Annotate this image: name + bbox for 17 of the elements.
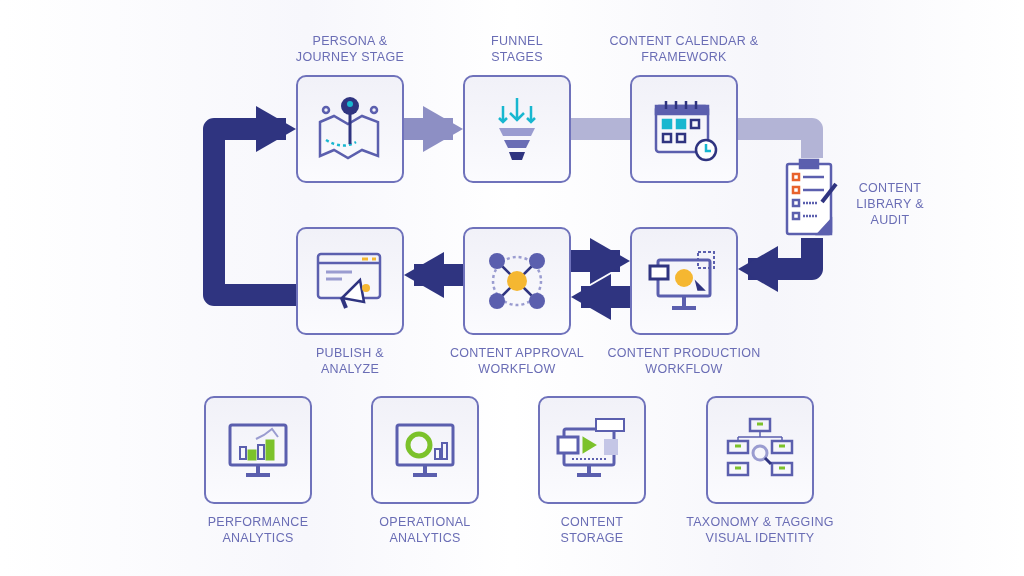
arrow [738,238,823,292]
arrow [404,106,463,152]
arrow [571,274,630,320]
node-label: PERFORMANCE ANALYTICS [206,514,310,546]
node-label: PUBLISH & ANALYZE [315,345,385,377]
node-label: PERSONA & JOURNEY STAGE [294,33,406,65]
node-label: CONTENT APPROVAL WORKFLOW [448,345,586,377]
node-label: FUNNEL STAGES [490,33,544,65]
node-label: TAXONOMY & TAGGING VISUAL IDENTITY [685,514,835,546]
node-label: CONTENT CALENDAR & FRAMEWORK [609,33,759,65]
node-label: CONTENT PRODUCTION WORKFLOW [606,345,762,377]
node-label: OPERATIONAL ANALYTICS [378,514,472,546]
node-label: CONTENT LIBRARY & AUDIT [855,180,925,228]
arrow [571,238,630,284]
arrow [203,106,296,306]
arrow [404,252,463,298]
node-label: CONTENT STORAGE [559,514,625,546]
